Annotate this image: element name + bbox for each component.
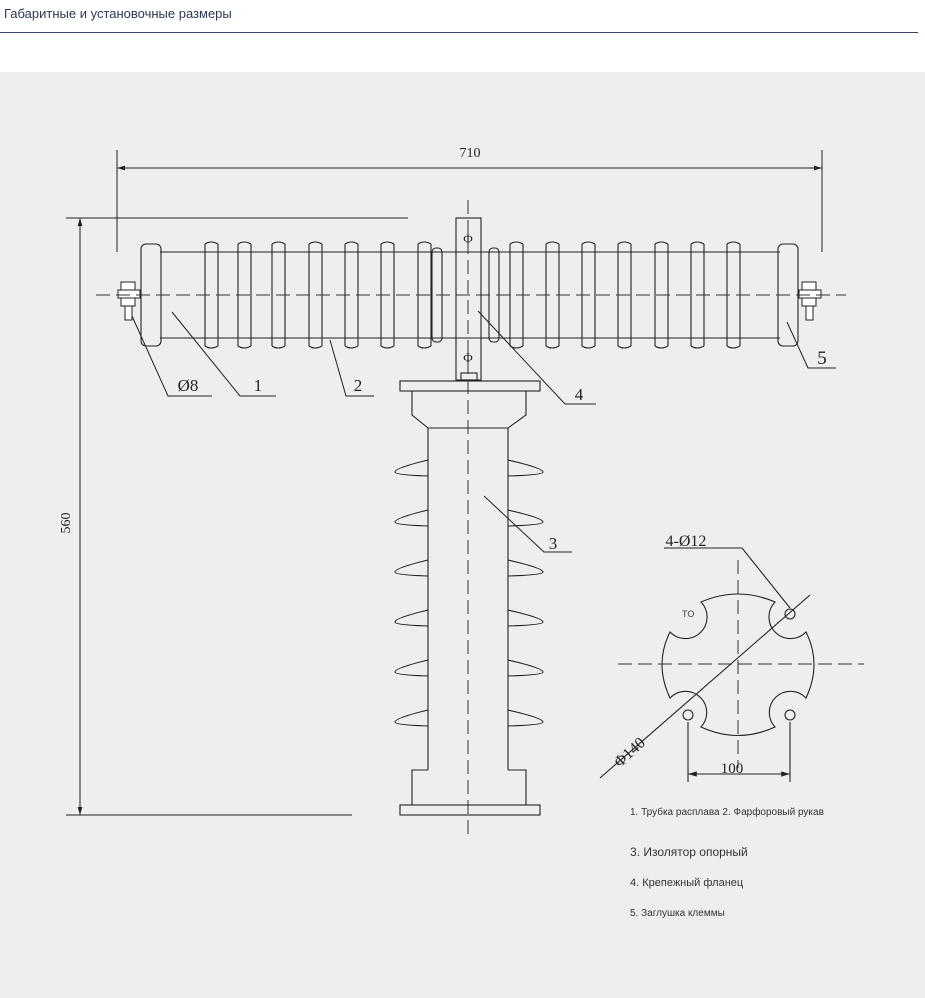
page-title: Габаритные и установочные размеры xyxy=(4,6,232,21)
terminal-right xyxy=(798,281,822,321)
callout-1: 1 xyxy=(254,376,263,395)
legend-item-1-2: 1. Трубка расплава 2. Фарфоровый рукав xyxy=(630,807,824,818)
dimension-height-label: 560 xyxy=(59,513,74,534)
drawing-panel xyxy=(0,72,925,998)
callout-leaders xyxy=(131,310,836,553)
bracket-slot-top: Φ xyxy=(463,231,473,246)
legend-item-4: 4. Крепежный фланец xyxy=(630,877,744,889)
dimension-width xyxy=(116,150,823,252)
dimension-height xyxy=(66,217,408,816)
flange-mark: TO xyxy=(682,609,694,619)
holes-diameter-label: 4-Ø12 xyxy=(666,533,707,550)
support-insulator xyxy=(394,380,544,816)
bracket-slot-bottom: Φ xyxy=(463,350,473,365)
callout-3: 3 xyxy=(549,534,558,553)
legend-item-3: 3. Изолятор опорный xyxy=(630,845,748,859)
flange-dimension-label: 100 xyxy=(721,761,744,777)
legend-item-5: 5. Заглушка клеммы xyxy=(630,908,725,919)
flange-plan xyxy=(599,547,815,782)
callout-2: 2 xyxy=(354,376,363,395)
pin-diameter-label: Ø8 xyxy=(178,376,199,395)
page-header: Габаритные и установочные размеры xyxy=(0,0,918,33)
callout-5: 5 xyxy=(817,348,827,369)
dimension-width-label: 710 xyxy=(460,146,481,161)
terminal-left xyxy=(117,281,141,321)
callout-4: 4 xyxy=(575,385,584,404)
